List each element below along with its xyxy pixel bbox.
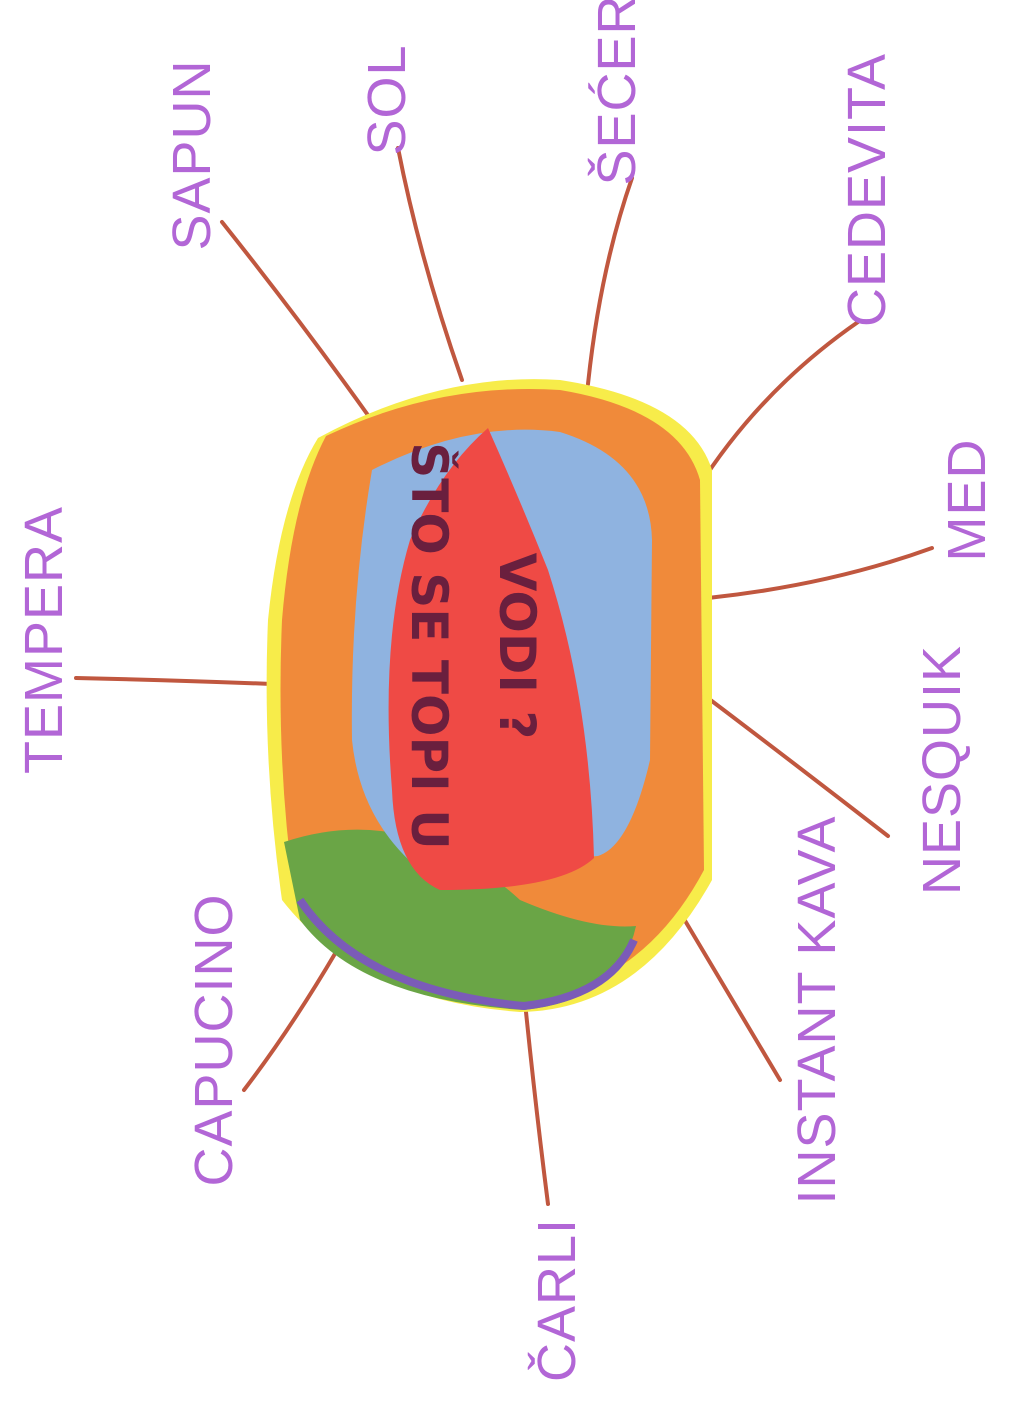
label-med: MED <box>937 439 997 562</box>
label-cedevita: CEDEVITA <box>837 53 897 327</box>
label-tempera: TEMPERA <box>14 506 74 774</box>
center-question-line2: VODI ? <box>488 553 546 740</box>
label-instant-kava: INSTANT KAVA <box>787 815 847 1204</box>
branch-line-sol <box>398 148 462 380</box>
branch-line-tempera <box>76 678 272 684</box>
branch-line-secer <box>588 178 632 384</box>
center-question-line1: ŠTO SE TOPI U <box>400 442 459 849</box>
label-sol: SOL <box>357 44 417 155</box>
branch-line-cedevita <box>698 322 858 488</box>
branch-line-carli <box>526 1012 548 1204</box>
branch-line-med <box>708 548 932 598</box>
branch-line-nesquik <box>692 686 888 836</box>
label-capucino: CAPUCINO <box>184 893 244 1186</box>
branch-line-capucino <box>244 952 336 1090</box>
label-nesquik: NESQUIK <box>912 645 972 895</box>
branch-line-sapun <box>222 222 370 418</box>
label-carli: ČARLI <box>527 1218 587 1382</box>
label-sapun: SAPUN <box>162 59 222 250</box>
label-secer: ŠEĆER <box>587 0 647 186</box>
central-blob: ŠTO SE TOPI U VODI ? <box>267 379 712 1012</box>
